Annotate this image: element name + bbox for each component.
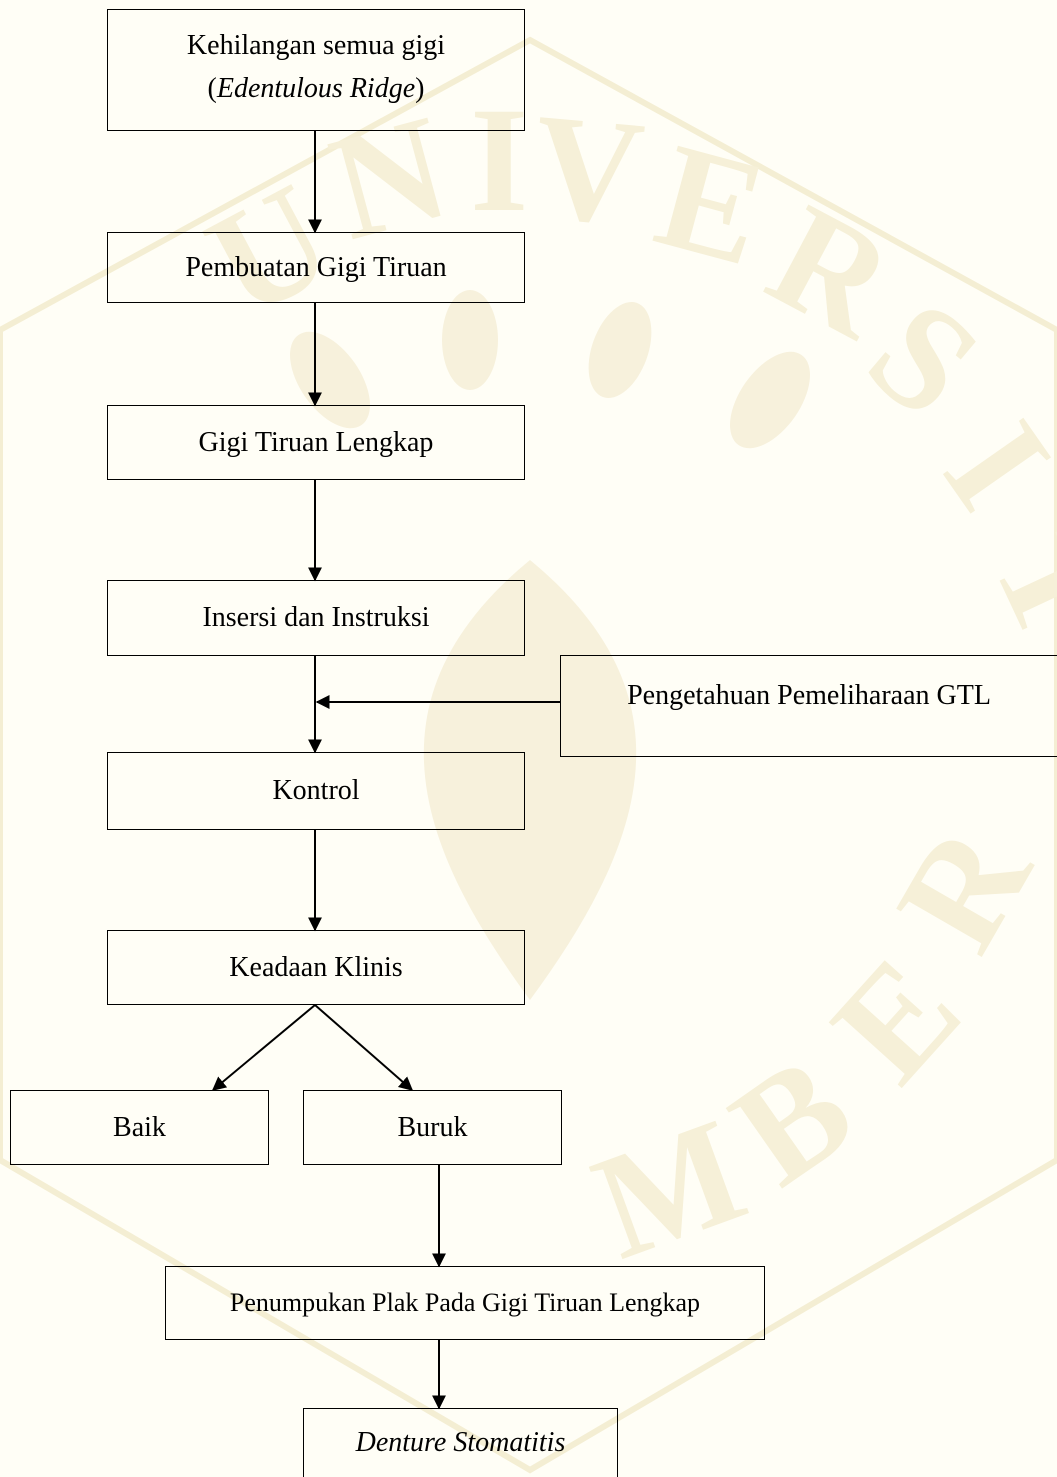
watermark-letter: I xyxy=(470,77,528,243)
watermark-letter: V xyxy=(527,83,649,258)
node-kontrol: Kontrol xyxy=(107,752,525,830)
node-pengetahuan-pemeliharaan-gtl: Pengetahuan Pemeliharaan GTL xyxy=(560,655,1057,757)
node-pembuatan-label: Pembuatan Gigi Tiruan xyxy=(185,251,447,283)
node-buruk-label: Buruk xyxy=(397,1111,468,1143)
paren-close: ) xyxy=(415,73,425,105)
node-keadaan-label: Keadaan Klinis xyxy=(229,951,403,983)
edentulous-ridge-term: Edentulous Ridge xyxy=(216,73,416,105)
paren-open: ( xyxy=(207,73,217,105)
node-kontrol-label: Kontrol xyxy=(272,775,360,807)
node-kehilangan-line2: (Edentulous Ridge) xyxy=(208,67,425,110)
node-baik-label: Baik xyxy=(113,1111,166,1143)
node-buruk: Buruk xyxy=(303,1090,562,1165)
watermark-leaf-shape xyxy=(423,560,637,1000)
node-keadaan-klinis: Keadaan Klinis xyxy=(107,930,525,1005)
node-penumpukan-plak: Penumpukan Plak Pada Gigi Tiruan Lengkap xyxy=(165,1266,765,1340)
arrow-keadaan-to-buruk xyxy=(314,1004,414,1091)
node-denture-stomatitis: Denture Stomatitis xyxy=(303,1408,618,1477)
watermark-leaf xyxy=(290,331,370,429)
watermark-shield-outline xyxy=(0,36,1057,1474)
node-insersi-label: Insersi dan Instruksi xyxy=(202,602,430,634)
node-denture-label: Denture Stomatitis xyxy=(355,1427,566,1459)
node-kehilangan-semua-gigi: Kehilangan semua gigi (Edentulous Ridge) xyxy=(107,9,525,131)
node-gtl-label: Gigi Tiruan Lengkap xyxy=(198,426,434,458)
watermark-leaf xyxy=(730,351,810,449)
node-insersi-dan-instruksi: Insersi dan Instruksi xyxy=(107,580,525,656)
node-baik: Baik xyxy=(10,1090,269,1165)
node-penumpukan-label: Penumpukan Plak Pada Gigi Tiruan Lengkap xyxy=(229,1287,701,1317)
node-pembuatan-gigi-tiruan: Pembuatan Gigi Tiruan xyxy=(107,232,525,303)
watermark-leaf xyxy=(442,290,498,390)
node-pengetahuan-label: Pengetahuan Pemeliharaan GTL xyxy=(627,680,991,711)
watermark-leaf xyxy=(588,302,652,398)
arrow-keadaan-to-baik xyxy=(211,1004,316,1091)
node-gigi-tiruan-lengkap: Gigi Tiruan Lengkap xyxy=(107,405,525,480)
node-kehilangan-line1: Kehilangan semua gigi xyxy=(186,30,446,61)
